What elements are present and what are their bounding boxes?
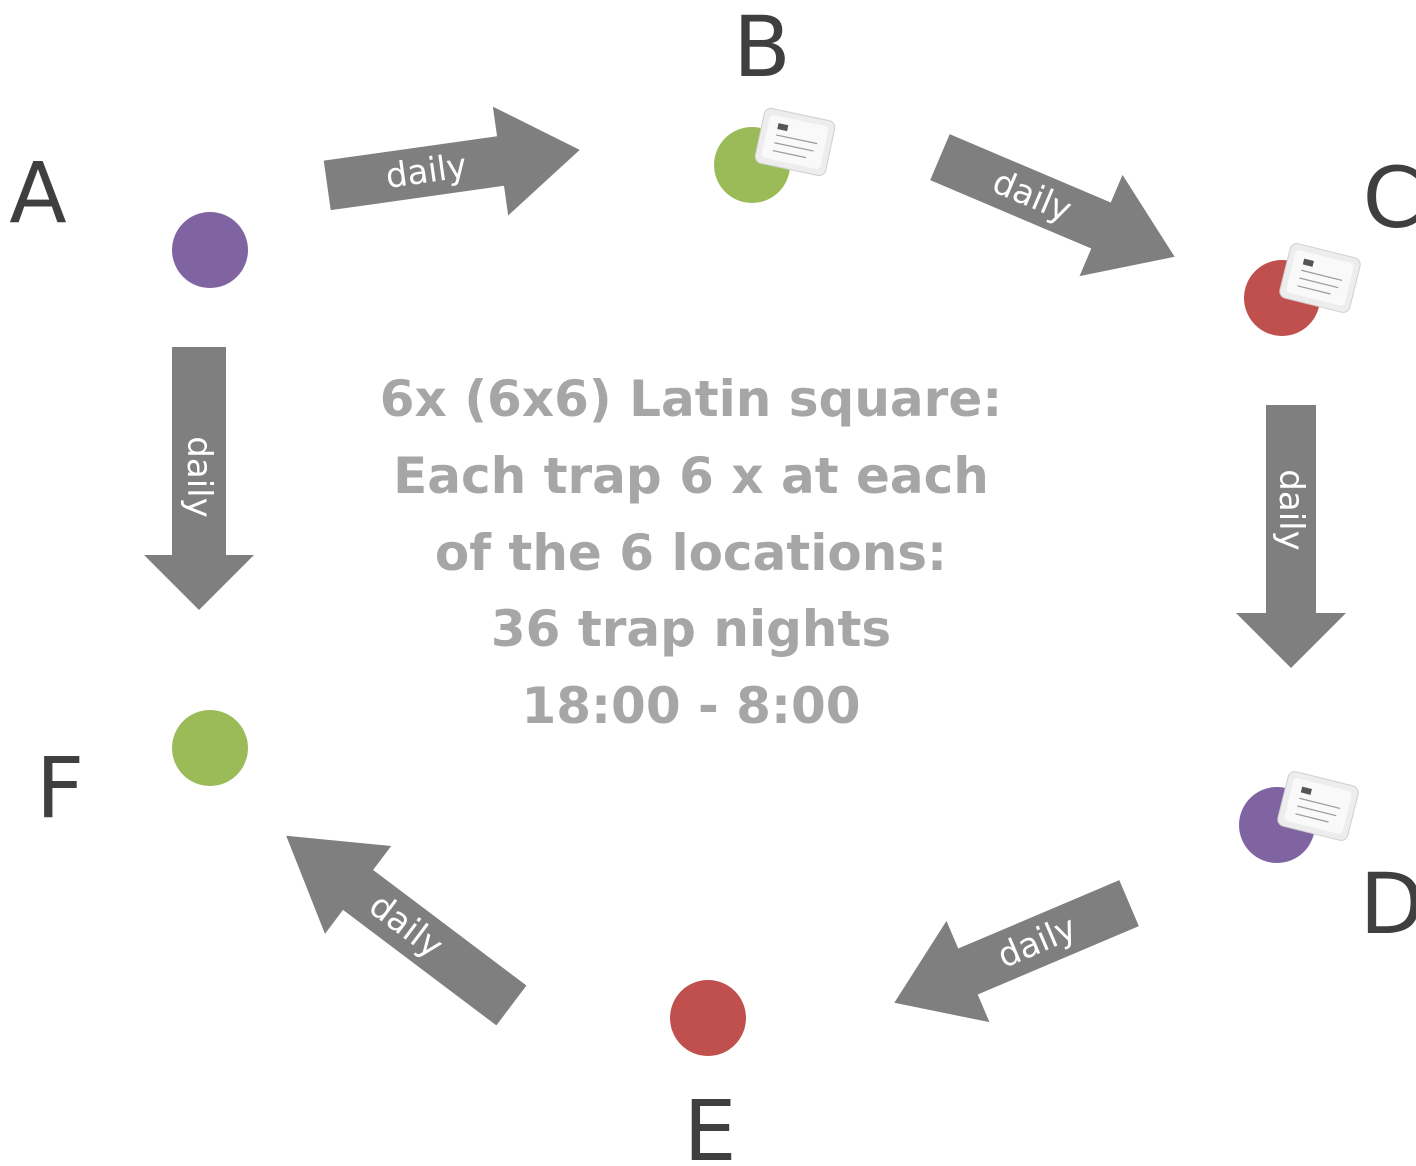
arrow-b-to-c-shape — [930, 134, 1175, 277]
location-e-dot — [670, 980, 746, 1056]
location-b-letter: B — [733, 0, 791, 96]
description-line-2: Each trap 6 x at each — [393, 447, 989, 505]
arrow-d-to-e: daily — [894, 880, 1139, 1023]
location-a-letter: A — [9, 144, 66, 242]
description-line-4: 36 trap nights — [491, 600, 891, 658]
arrow-e-to-f: daily — [286, 835, 527, 1026]
location-d-letter: D — [1360, 855, 1416, 953]
arrow-a-to-b: daily — [323, 106, 580, 216]
arrow-f-to-a: daily — [144, 347, 254, 610]
description-line-3: of the 6 locations: — [435, 524, 947, 582]
description-line-5: 18:00 - 8:00 — [521, 677, 860, 735]
arrow-e-to-f-shape — [286, 835, 527, 1026]
description-line-1: 6x (6x6) Latin square: — [380, 370, 1003, 428]
lure-sachet-b — [754, 107, 836, 177]
arrow-b-to-c: daily — [930, 134, 1175, 277]
location-f-dot — [172, 710, 248, 786]
lure-sachet-c — [1279, 243, 1361, 313]
arrow-f-to-a-label: daily — [179, 436, 219, 517]
location-a-dot — [172, 212, 248, 288]
arrow-f-to-a-shape — [144, 347, 254, 610]
design-description: 6x (6x6) Latin square: Each trap 6 x at … — [380, 370, 1003, 735]
arrow-c-to-d-label: daily — [1271, 469, 1311, 550]
location-e-letter: E — [683, 1082, 736, 1166]
location-f-letter: F — [36, 739, 84, 837]
location-c-letter: C — [1363, 149, 1416, 247]
arrow-c-to-d: daily — [1236, 405, 1346, 668]
lure-sachet-d — [1277, 771, 1359, 841]
arrow-d-to-e-shape — [894, 880, 1139, 1023]
arrow-a-to-b-shape — [323, 106, 580, 216]
arrow-c-to-d-shape — [1236, 405, 1346, 668]
